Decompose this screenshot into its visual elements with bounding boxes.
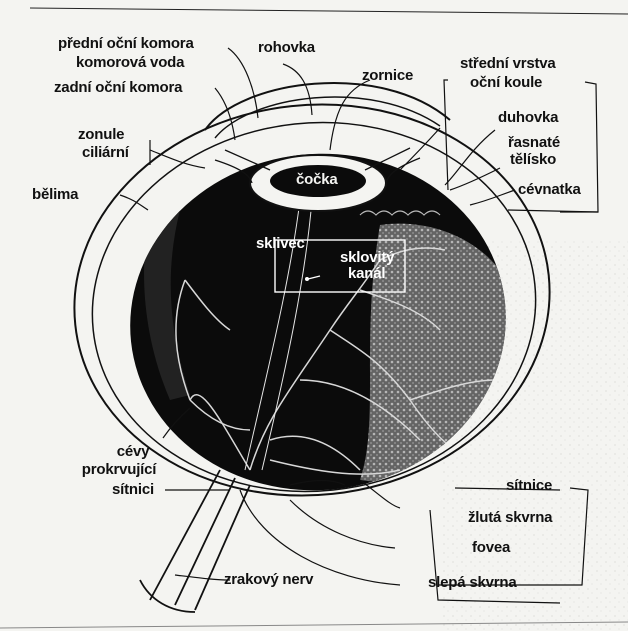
label-posterior-chamber: zadní oční komora (54, 80, 182, 96)
label-middle-layer-2: oční koule (470, 75, 542, 91)
label-vessels-3: sítnici (88, 482, 178, 498)
label-hyaloid-canal-1: sklovitý (340, 250, 394, 266)
label-retina: sítnice (506, 478, 552, 494)
label-sclera: bělima (32, 187, 78, 203)
label-hyaloid-canal-2: kanál (348, 266, 385, 282)
label-ciliary-body-2: tělísko (510, 152, 556, 168)
label-vitreous: sklivec (256, 236, 305, 252)
label-vessels-1: cévy (88, 444, 178, 460)
label-vessels-2: prokrvující (60, 462, 178, 478)
label-lens: čočka (296, 172, 338, 188)
label-ciliary-body-1: řasnaté (508, 135, 560, 151)
label-optic-nerve: zrakový nerv (224, 572, 313, 588)
label-blind-spot: slepá skvrna (428, 575, 517, 591)
label-choroid: cévnatka (518, 182, 581, 198)
label-anterior-chamber: přední oční komora (58, 36, 194, 52)
label-iris: duhovka (498, 110, 558, 126)
label-fovea: fovea (472, 540, 510, 556)
label-pupil: zornice (362, 68, 413, 84)
label-zonule-1: zonule (78, 127, 124, 143)
label-aqueous-humor: komorová voda (76, 55, 184, 71)
label-zonule-2: ciliární (82, 145, 129, 161)
label-middle-layer-1: střední vrstva (460, 56, 556, 72)
label-cornea: rohovka (258, 40, 315, 56)
label-macula: žlutá skvrna (468, 510, 552, 526)
